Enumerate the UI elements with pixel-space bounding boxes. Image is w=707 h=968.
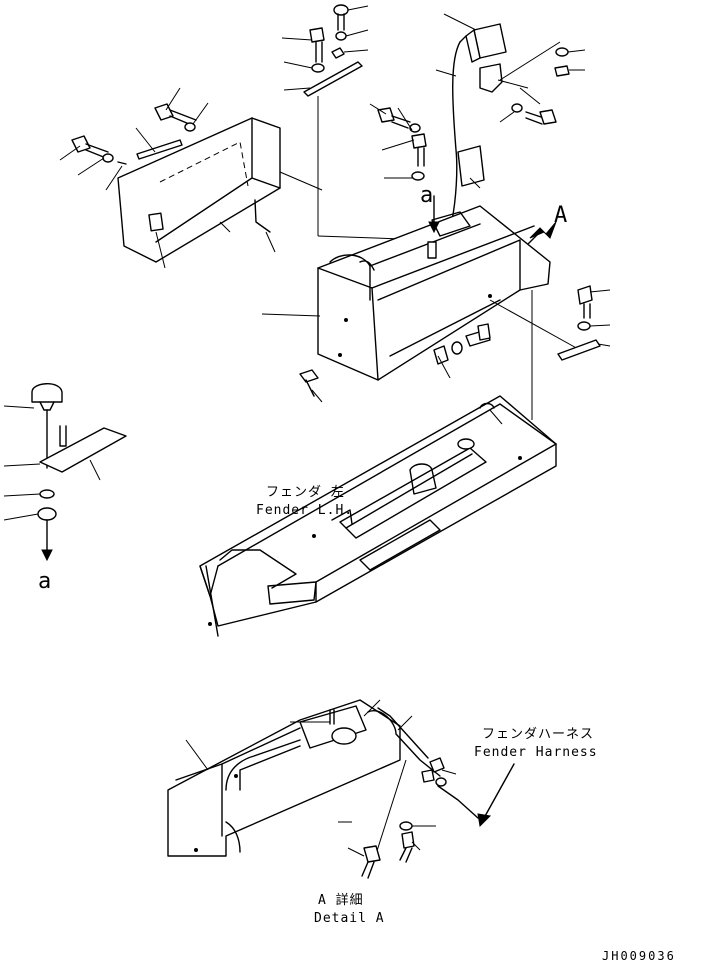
battery-box [261,205,581,403]
detail-a-view [167,699,479,879]
detail-a-jp: A 詳細 [318,892,364,908]
detail-a-en: Detail A [314,911,385,926]
fender-lh: フェンダ 左 Fender L.H. [199,395,557,637]
small-cover-knob: a [3,383,127,594]
cover-bolts [71,103,197,165]
view-a-arrow: A [527,203,567,245]
ref-arrow-a-upper: a [420,183,440,234]
fender-lh-jp: フェンダ 左 [266,485,345,500]
side-cover-panel [117,117,281,263]
middle-bolts [369,103,485,189]
fender-lh-en: Fender L.H. [256,503,353,518]
fender-harness-callout: フェンダハーネス Fender Harness [474,727,598,828]
right-bracket-group [531,285,611,420]
cover-leader-lines [59,87,323,269]
fender-harness-en: Fender Harness [474,745,598,760]
ref-label-a-upper: a [420,183,433,208]
lamp-assembly [435,13,586,221]
upper-bracket-group [281,4,433,241]
view-a-label: A [554,203,567,228]
fender-harness-jp: フェンダハーネス [482,727,594,742]
ref-label-a-lower: a [38,569,51,594]
drawing-code: JH009036 [602,949,676,963]
